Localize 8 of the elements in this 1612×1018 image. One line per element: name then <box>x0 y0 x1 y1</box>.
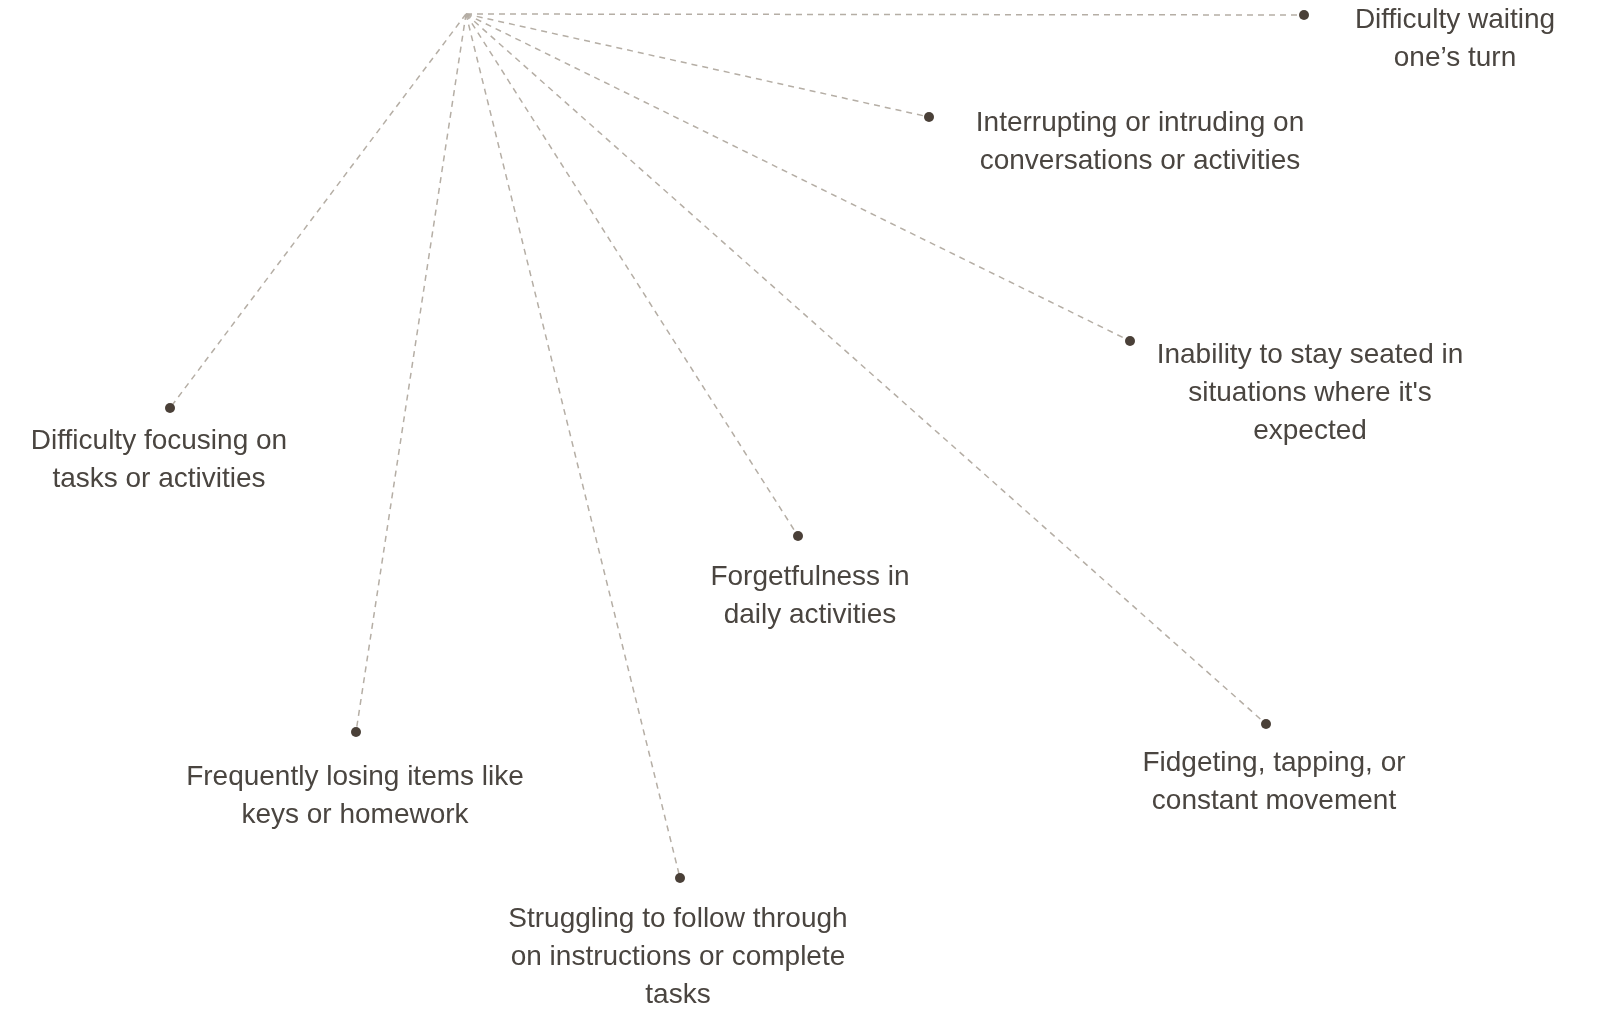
symptom-label: Interrupting or intruding on conversations or activities <box>974 105 1306 177</box>
symptom-label: Difficulty focusing on tasks or activities <box>29 423 289 495</box>
symptom-label: Inability to stay seated in situations where it's expected <box>1155 337 1465 447</box>
symptom-label: Fidgeting, tapping, or constant movement <box>1141 745 1407 817</box>
symptom-label: Forgetfulness in daily activities <box>709 559 911 631</box>
symptom-label: Difficulty waiting one’s turn <box>1353 2 1557 74</box>
symptom-label: Struggling to follow through on instructions or complete tasks <box>508 901 848 1011</box>
symptom-label: Frequently losing items like keys or homework <box>186 759 524 831</box>
